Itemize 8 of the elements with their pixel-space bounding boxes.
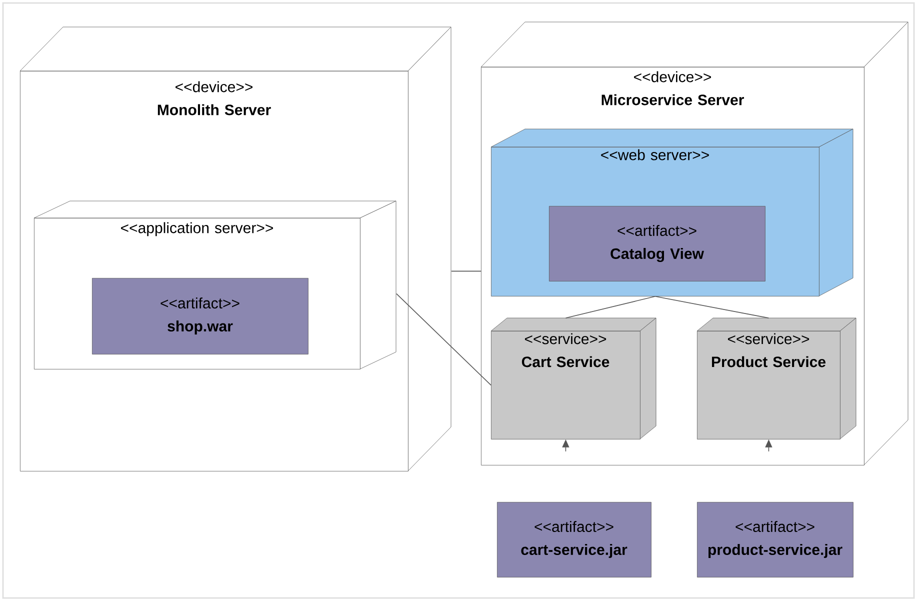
- artifact-box: <<artifact>> cart-service.jar: [497, 502, 652, 578]
- connector: [451, 270, 482, 272]
- artifact-box: <<artifact>> shop.war: [92, 278, 308, 354]
- node-box: <<service>> Product Service: [696, 318, 856, 440]
- connector: [396, 293, 492, 386]
- node-box: <<service>> Cart Service: [490, 318, 656, 440]
- artifact-box: <<artifact>> product-service.jar: [697, 502, 854, 578]
- artifact-box: <<artifact>> Catalog View: [549, 206, 766, 282]
